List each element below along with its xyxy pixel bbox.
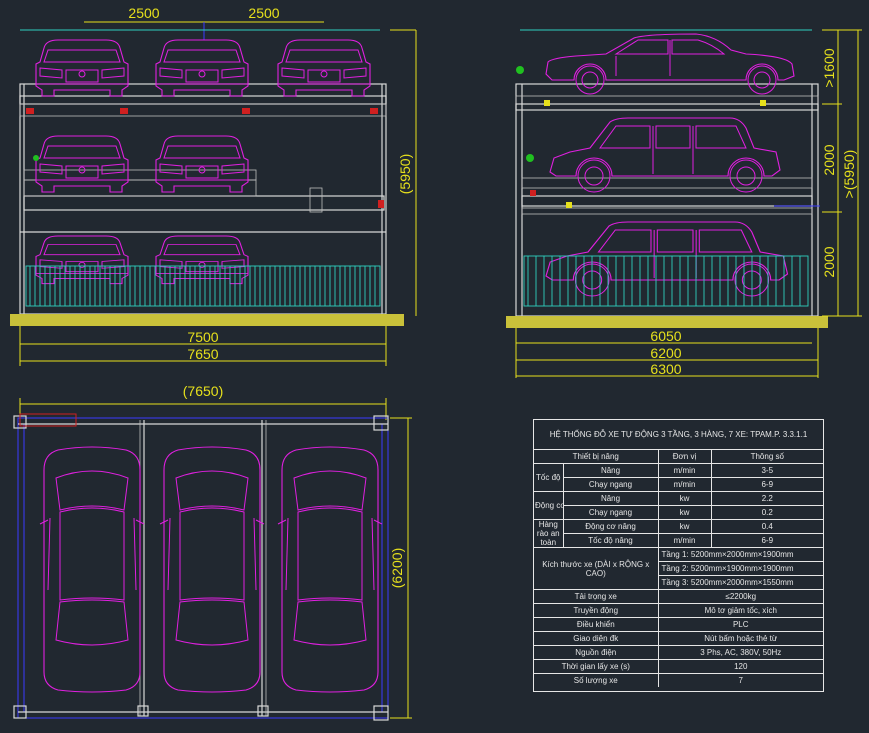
front-dim-bottom-1: 7500 [187,329,218,345]
cell-value: Mô tơ giảm tốc, xích [657,603,823,618]
cell-unit: m/min [657,477,712,492]
cell-label: Nguồn điện [534,645,659,660]
table-row: Thời gian lấy xe (s) 120 [534,659,823,674]
cell-label: Chạy ngang [563,505,659,520]
group-car-size: Kích thước xe (DÀI x RỘNG x CAO) [534,547,659,590]
group-motor: Động cơ [534,491,564,520]
side-dim-total: >(5950) [841,150,857,199]
side-dim-level2: 2000 [821,144,837,175]
table-row: Giao diện đk Nút bấm hoặc thẻ từ [534,631,823,646]
side-dim-bottom-3: 6300 [650,361,681,377]
cell-label: Tải trọng xe [534,589,659,604]
table-row: Tốc độ nâng m/min 6-9 [534,533,823,548]
side-dim-level3: >1600 [821,48,837,88]
cell-value: Nút bấm hoặc thẻ từ [657,631,823,646]
side-dim-bottom-1: 6050 [650,328,681,344]
cell-value: Tầng 3: 5200mm×2000mm×1550mm [658,575,823,590]
cell-value: 6-9 [710,477,823,492]
table-row: Tốc độ Nâng m/min 3-5 [534,463,823,492]
cell-label: Điều khiển [534,617,659,632]
table-row: Chạy ngang kw 0.2 [534,505,823,520]
cell-unit: kw [657,491,712,506]
spec-grid: Thiết bị nâng Đơn vị Thông số Tốc độ Nân… [534,450,823,687]
cell-unit: kw [657,519,712,534]
cell-label: Động cơ nâng [562,519,659,534]
cell-label: Số lượng xe [534,673,659,687]
cell-value: ≤2200kg [657,589,823,604]
group-speed: Tốc độ [534,463,564,492]
table-row: Thiết bị nâng Đơn vị Thông số [534,450,823,464]
cell-value: 120 [657,659,823,674]
cell-label: Nâng [562,463,659,478]
plan-dim-depth: (6200) [389,548,405,588]
table-row: Số lượng xe 7 [534,673,823,687]
cell-value: 3 Phs, AC, 380V, 50Hz [657,645,823,660]
header-value: Thông số [710,450,823,464]
spec-title: HỆ THỐNG ĐỖ XE TỰ ĐỘNG 3 TẦNG, 3 HÀNG, 7… [534,420,823,450]
table-row: Nguồn điện 3 Phs, AC, 380V, 50Hz [534,645,823,660]
table-row: Tải trọng xe ≤2200kg [534,589,823,604]
group-fence: Hàng rào an toàn [534,519,564,548]
cell-value: Tầng 1: 5200mm×2000mm×1900mm [657,547,823,562]
front-dim-top-2: 2500 [248,5,279,21]
cell-unit: kw [657,505,712,520]
side-dim-bottom-2: 6200 [650,345,681,361]
cell-label: Tốc độ nâng [563,533,659,548]
cell-value: 7 [657,673,823,687]
table-row: Chạy ngang m/min 6-9 [534,477,823,492]
cell-value: 0.2 [710,505,823,520]
cell-label: Truyền động [534,603,659,618]
cell-label: Chạy ngang [563,477,659,492]
cell-unit: m/min [657,533,712,548]
table-row: Hàng rào an toàn Động cơ nâng kw 0.4 [534,519,823,548]
side-view: >1600 2000 2000 >(5950) 6050 6200 6300 [506,29,862,378]
front-view: 2500 2500 [10,5,417,366]
cell-value: 0.4 [710,519,823,534]
front-dim-top-1: 2500 [128,5,159,21]
cell-label: Nâng [562,491,659,506]
table-row: Điều khiển PLC [534,617,823,632]
table-row: Kích thước xe (DÀI x RỘNG x CAO) Tầng 1:… [534,547,823,590]
side-dim-level1: 2000 [821,246,837,277]
cell-unit: m/min [657,463,712,478]
cell-value: 6-9 [710,533,823,548]
cell-value: PLC [657,617,823,632]
cell-value: 2.2 [710,491,823,506]
header-unit: Đơn vị [657,450,712,464]
cell-value: 3-5 [710,463,823,478]
front-dim-bottom-2: 7650 [187,346,218,362]
spec-table: HỆ THỐNG ĐỖ XE TỰ ĐỘNG 3 TẦNG, 3 HÀNG, 7… [533,419,824,692]
front-dim-height: (5950) [397,154,413,194]
cell-label: Thời gian lấy xe (s) [534,659,659,674]
table-row: Truyền động Mô tơ giảm tốc, xích [534,603,823,618]
table-row: Động cơ Nâng kw 2.2 [534,491,823,520]
header-device: Thiết bị nâng [534,450,659,464]
cell-value: Tầng 2: 5200mm×1900mm×1900mm [658,561,823,576]
plan-dim-width: (7650) [183,383,223,399]
plan-view: (7650) (6200) [13,383,412,721]
cell-label: Giao diện đk [534,631,659,646]
